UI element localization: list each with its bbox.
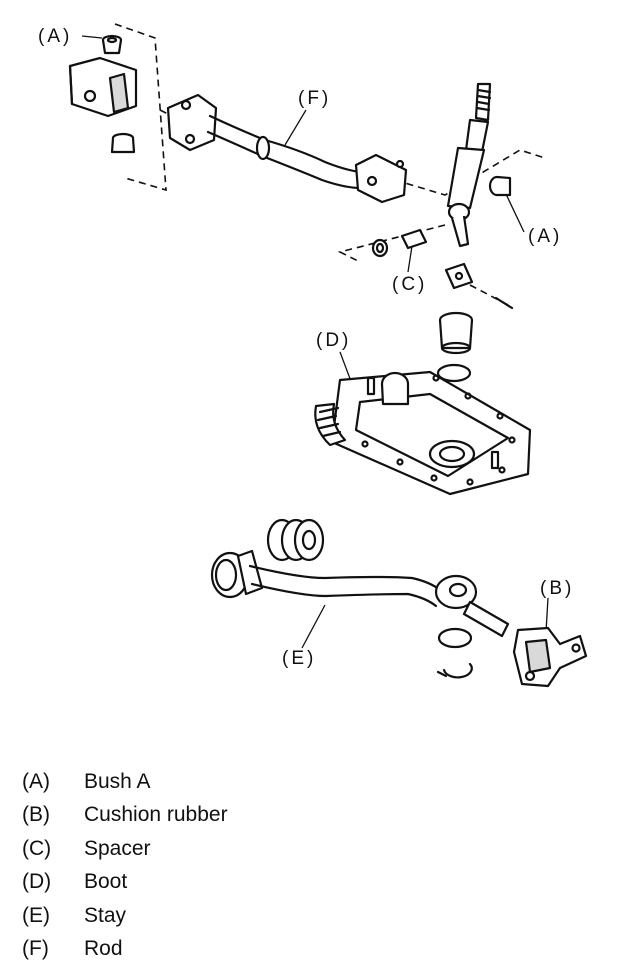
cube-and-pin: [444, 262, 514, 310]
bush-a-right: [488, 175, 512, 197]
exploded-parts-diagram: (A) (F) (A) (C) (D) (B) (E): [38, 23, 588, 688]
legend-key: (C): [22, 836, 52, 860]
legend-label: Boot: [84, 870, 128, 894]
legend-key: (D): [22, 870, 52, 894]
callout-d: (D): [316, 330, 351, 351]
legend-key: (F): [22, 937, 49, 961]
legend-row-a: (A) Bush A: [22, 765, 582, 799]
leader-lines: [81, 35, 549, 649]
callout-e: (E): [282, 648, 316, 669]
cushion-rubber-grommet: [266, 518, 325, 562]
shift-lever: [446, 82, 492, 248]
cup-and-seal: [436, 311, 474, 383]
legend-row-b: (B) Cushion rubber: [22, 799, 582, 833]
callout-f: (F): [298, 88, 331, 109]
bracket-b: [512, 626, 588, 688]
legend-label: Cushion rubber: [84, 803, 228, 827]
washer-and-circlip: [436, 627, 473, 679]
boot-housing-d: [314, 370, 532, 496]
legend-label: Spacer: [84, 836, 151, 860]
legend-label: Rod: [84, 937, 123, 961]
legend-row-e: (E) Stay: [22, 899, 582, 933]
legend-key: (A): [22, 769, 50, 793]
bush-a-top: [101, 34, 123, 55]
legend-row-c: (C) Spacer: [22, 832, 582, 866]
spacer-c: [371, 228, 428, 258]
callout-a-top: (A): [38, 26, 72, 47]
legend-key: (B): [22, 803, 50, 827]
left-bracket: [68, 56, 138, 118]
legend-label: Stay: [84, 903, 127, 927]
rod-f: [166, 93, 408, 204]
bush-lower-left: [110, 132, 136, 154]
callout-b: (B): [540, 578, 574, 599]
legend-row-f: (F) Rod: [22, 933, 582, 967]
legend-key: (E): [22, 903, 50, 927]
stay-e: [210, 549, 510, 638]
callout-c: (C): [392, 274, 427, 295]
callout-a-right: (A): [528, 226, 562, 247]
legend-row-d: (D) Boot: [22, 866, 582, 900]
legend: (A) Bush A (B) Cushion rubber (C) Spacer…: [22, 765, 582, 966]
legend-label: Bush A: [84, 769, 151, 793]
